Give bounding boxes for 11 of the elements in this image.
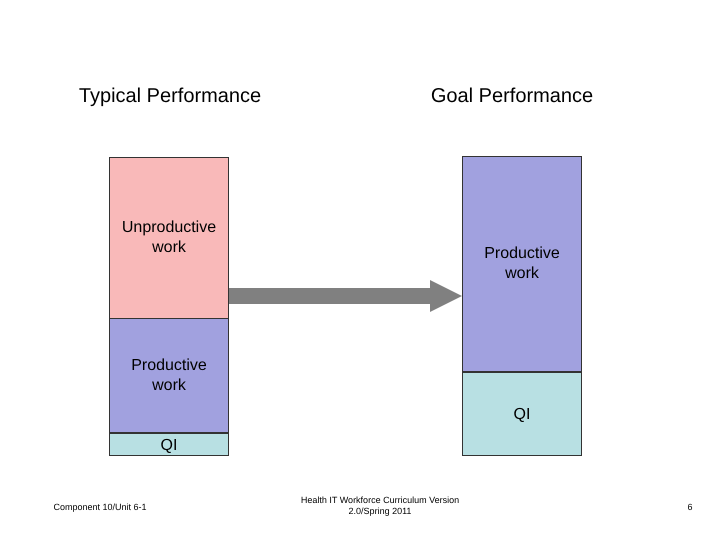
column-heading: Goal Performance	[430, 84, 594, 109]
footer-text: Component 10/Unit 6-1	[52, 502, 148, 514]
qi-segment: QI	[109, 433, 229, 456]
footer-text: Health IT Workforce Curriculum Version 2.0/Spring 2011	[300, 495, 460, 518]
column-heading: Typical Performance	[78, 84, 262, 109]
arrow	[229, 280, 462, 312]
qi-segment: QI	[462, 372, 582, 456]
unproductive-work-segment: Unproductive work	[109, 157, 229, 319]
page-number: 6	[686, 502, 694, 514]
productive-work-segment: Productive work	[462, 156, 582, 372]
productive-work-segment: Productive work	[109, 318, 229, 433]
